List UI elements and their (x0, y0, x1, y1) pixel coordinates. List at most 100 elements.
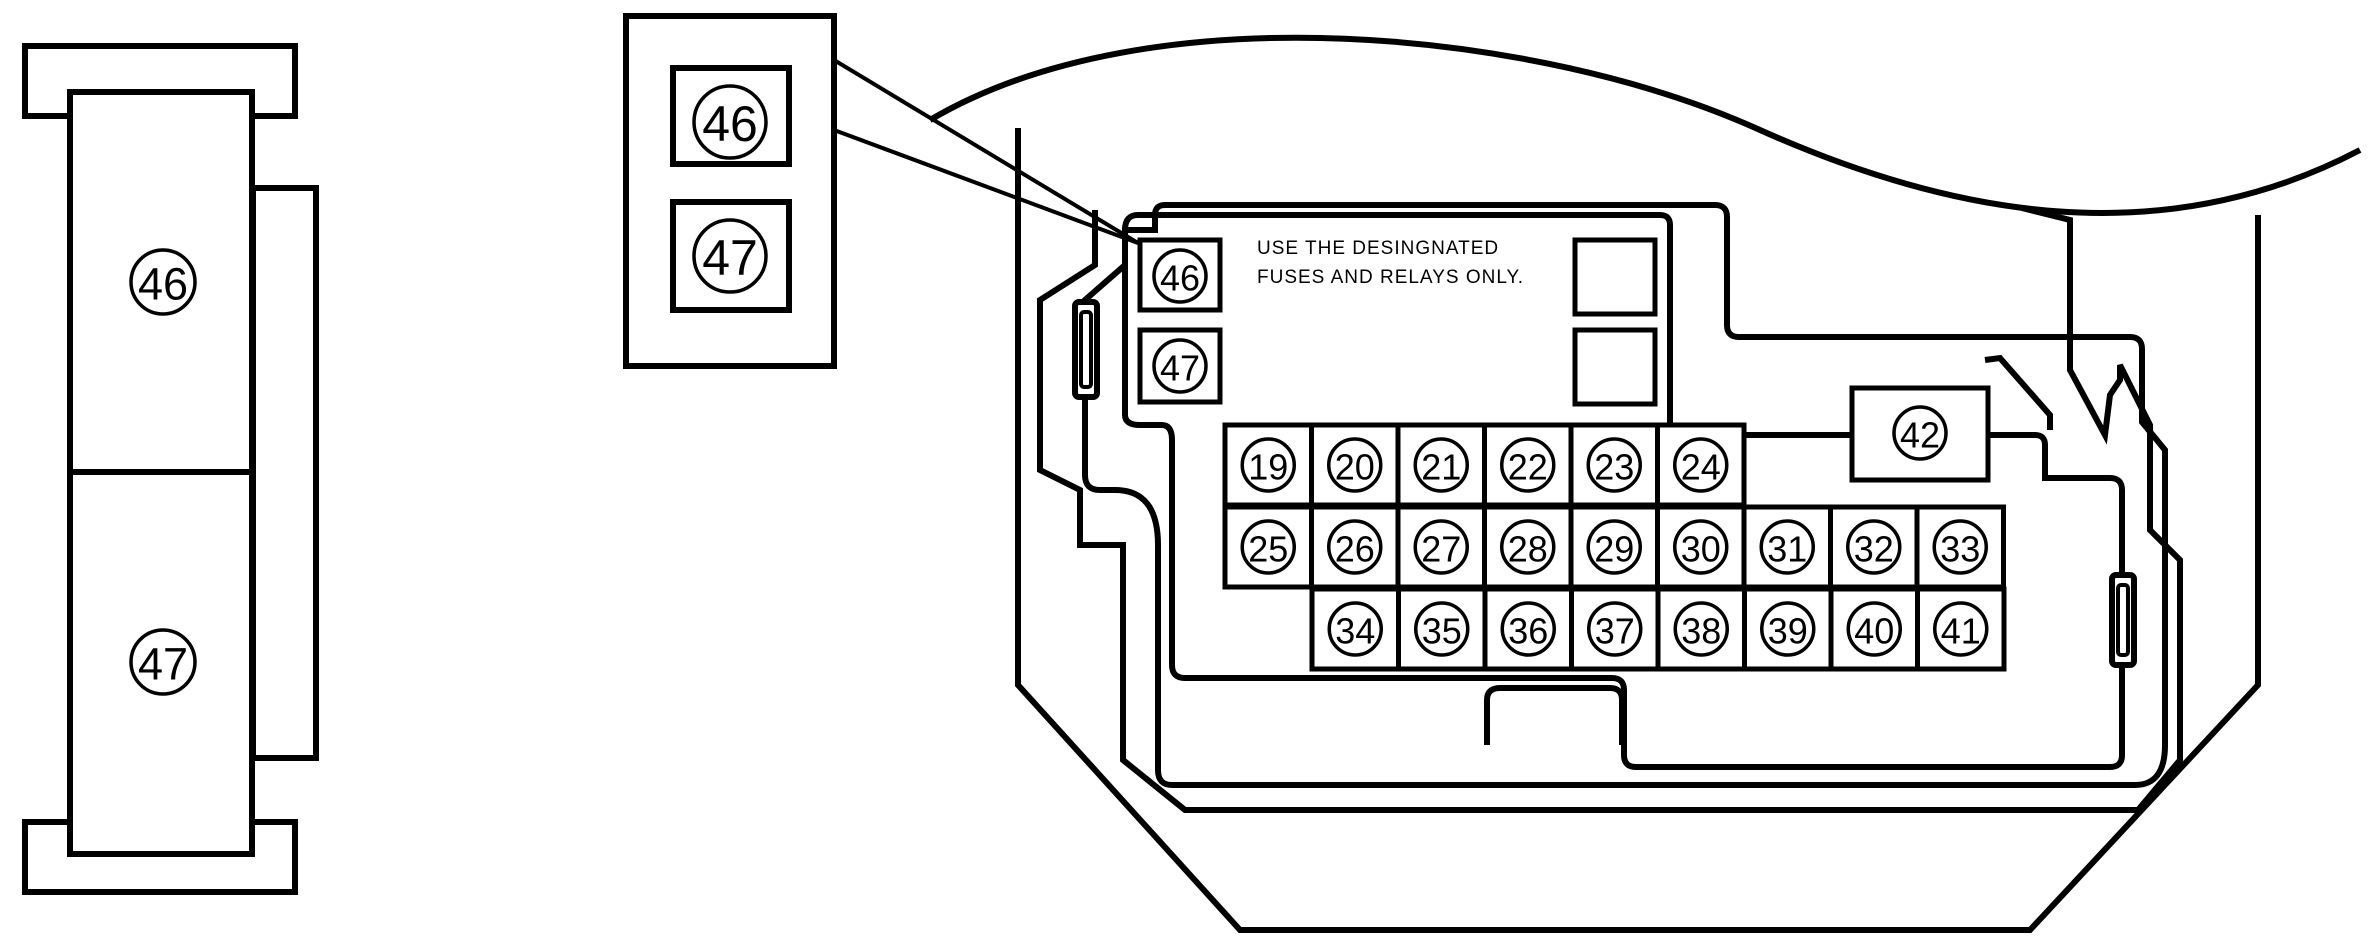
relay-label: 46 (1160, 258, 1200, 299)
fuse-cell: 22 (1482, 422, 1574, 508)
fuse-label: 24 (1681, 447, 1721, 488)
fuse-cell: 34 (1309, 586, 1401, 672)
fuse-label: 31 (1767, 529, 1807, 570)
fuse-badge (1240, 437, 1296, 493)
fuse-badge (1673, 601, 1729, 657)
fuse-badge (1413, 519, 1469, 575)
fuse-cell: 23 (1568, 422, 1660, 508)
relay-label: 46 (138, 259, 188, 310)
fuse-badge (1413, 437, 1469, 493)
fuse-badge (1586, 437, 1642, 493)
fuse-badge (1500, 601, 1556, 657)
fuse-label: 27 (1421, 529, 1461, 570)
fuse-cell: 21 (1395, 422, 1487, 508)
fuse-cell: 39 (1742, 586, 1834, 672)
fuse-cell: 36 (1482, 586, 1574, 672)
fuse-box-housing (928, 34, 2362, 933)
fuse-cell: 38 (1655, 586, 1747, 672)
cover-curve (928, 34, 2362, 216)
fuse-badge (1673, 519, 1729, 575)
fuse-cell: 32 (1828, 504, 1920, 590)
fuse-badge (1327, 601, 1383, 657)
fuse-cell: 40 (1828, 586, 1920, 672)
fuse-label: 35 (1422, 611, 1462, 652)
outer-housing-outline (1015, 128, 2261, 933)
relay-badge-46: 46 (1152, 248, 1208, 304)
fuse-label: 29 (1594, 529, 1634, 570)
relay-label: 47 (1160, 348, 1200, 389)
notice-line-2: FUSES AND RELAYS ONLY. (1257, 267, 1524, 288)
fuse-badge (1240, 519, 1296, 575)
fuse-badge (1759, 519, 1815, 575)
spare-socket-bottom (1572, 327, 1658, 407)
fuse-badge (1327, 437, 1383, 493)
fuse-badge (1846, 519, 1902, 575)
fuse-cell: 35 (1396, 586, 1488, 672)
fuse-label: 22 (1508, 447, 1548, 488)
relay-block-side-tab (250, 185, 319, 761)
fuse-cell: 37 (1569, 586, 1661, 672)
fuse-label: 39 (1768, 611, 1808, 652)
fuse-label: 25 (1248, 529, 1288, 570)
fuse-label: 26 (1335, 529, 1375, 570)
fuse-badge (1587, 601, 1643, 657)
relay-label: 47 (702, 230, 758, 286)
fuse-badge (1586, 519, 1642, 575)
fuse-label: 28 (1508, 529, 1548, 570)
fuse-cell: 19 (1222, 422, 1314, 508)
fuse-badge (1760, 601, 1816, 657)
fuse-label: 21 (1421, 447, 1461, 488)
fuse-badge (1673, 437, 1729, 493)
large-fuse-42: 42 (1849, 385, 1991, 483)
fuse-badge (1327, 519, 1383, 575)
inset-relay-badge-46: 46 (692, 84, 768, 160)
fuse-cell: 26 (1309, 504, 1401, 590)
fuse-grid: 19 20 21 22 23 24 25 26 27 28 29 30 31 32 33 34 35 36 37 38… (1222, 422, 2007, 672)
fuse-label: 30 (1681, 529, 1721, 570)
fuse-box-relay-sockets: 46 47 (1137, 237, 1658, 407)
fuse-cell: 20 (1309, 422, 1401, 508)
fuse-cell: 41 (1915, 586, 2007, 672)
fuse-label: 34 (1335, 611, 1375, 652)
relay-label: 46 (702, 96, 758, 152)
relay-badge-47: 47 (1152, 338, 1208, 394)
cover-seal-outline (1082, 202, 2168, 788)
right-latch-slot (2116, 583, 2130, 657)
panel-outline (1122, 212, 2125, 770)
fuse-label: 19 (1248, 447, 1288, 488)
inner-ledge-outline (1037, 205, 2183, 813)
fuse-label: 41 (1941, 611, 1981, 652)
fuse-badge (1846, 601, 1902, 657)
right-latch-clip (2109, 572, 2137, 668)
fuse-box-notice: USE THE DESINGNATED FUSES AND RELAYS ONL… (1257, 238, 1524, 288)
fuse-cell: 27 (1395, 504, 1487, 590)
panel-bottom-notch (1484, 685, 1625, 745)
fuse-cell: 29 (1568, 504, 1660, 590)
fuse-cell: 24 (1655, 422, 1747, 508)
fuse-cell: 31 (1741, 504, 1833, 590)
fuse-cell: 25 (1222, 504, 1314, 590)
relay-badge-47: 47 (129, 628, 197, 696)
fuse-badge (1414, 601, 1470, 657)
fuse-badge (1932, 519, 1988, 575)
fuse-label: 32 (1854, 529, 1894, 570)
left-latch-clip (1072, 299, 1100, 400)
fuse-label: 36 (1508, 611, 1548, 652)
left-latch-slot (1079, 310, 1093, 389)
fuse-label: 40 (1854, 611, 1894, 652)
fuse-label: 20 (1335, 447, 1375, 488)
fuse-label: 33 (1940, 529, 1980, 570)
fuse-label: 23 (1594, 447, 1634, 488)
fuse-cell: 28 (1482, 504, 1574, 590)
fuse-badge (1892, 405, 1948, 461)
fuse-label: 42 (1900, 415, 1940, 456)
fuse-badge (1933, 601, 1989, 657)
spare-socket-top (1572, 237, 1658, 317)
notice-line-1: USE THE DESINGNATED (1257, 238, 1499, 259)
fuse-badge (1500, 519, 1556, 575)
callout-leader-bottom (833, 128, 1139, 245)
fuse-cell: 30 (1655, 504, 1747, 590)
fuse-label: 37 (1595, 611, 1635, 652)
fuse-cell: 33 (1914, 504, 2006, 590)
